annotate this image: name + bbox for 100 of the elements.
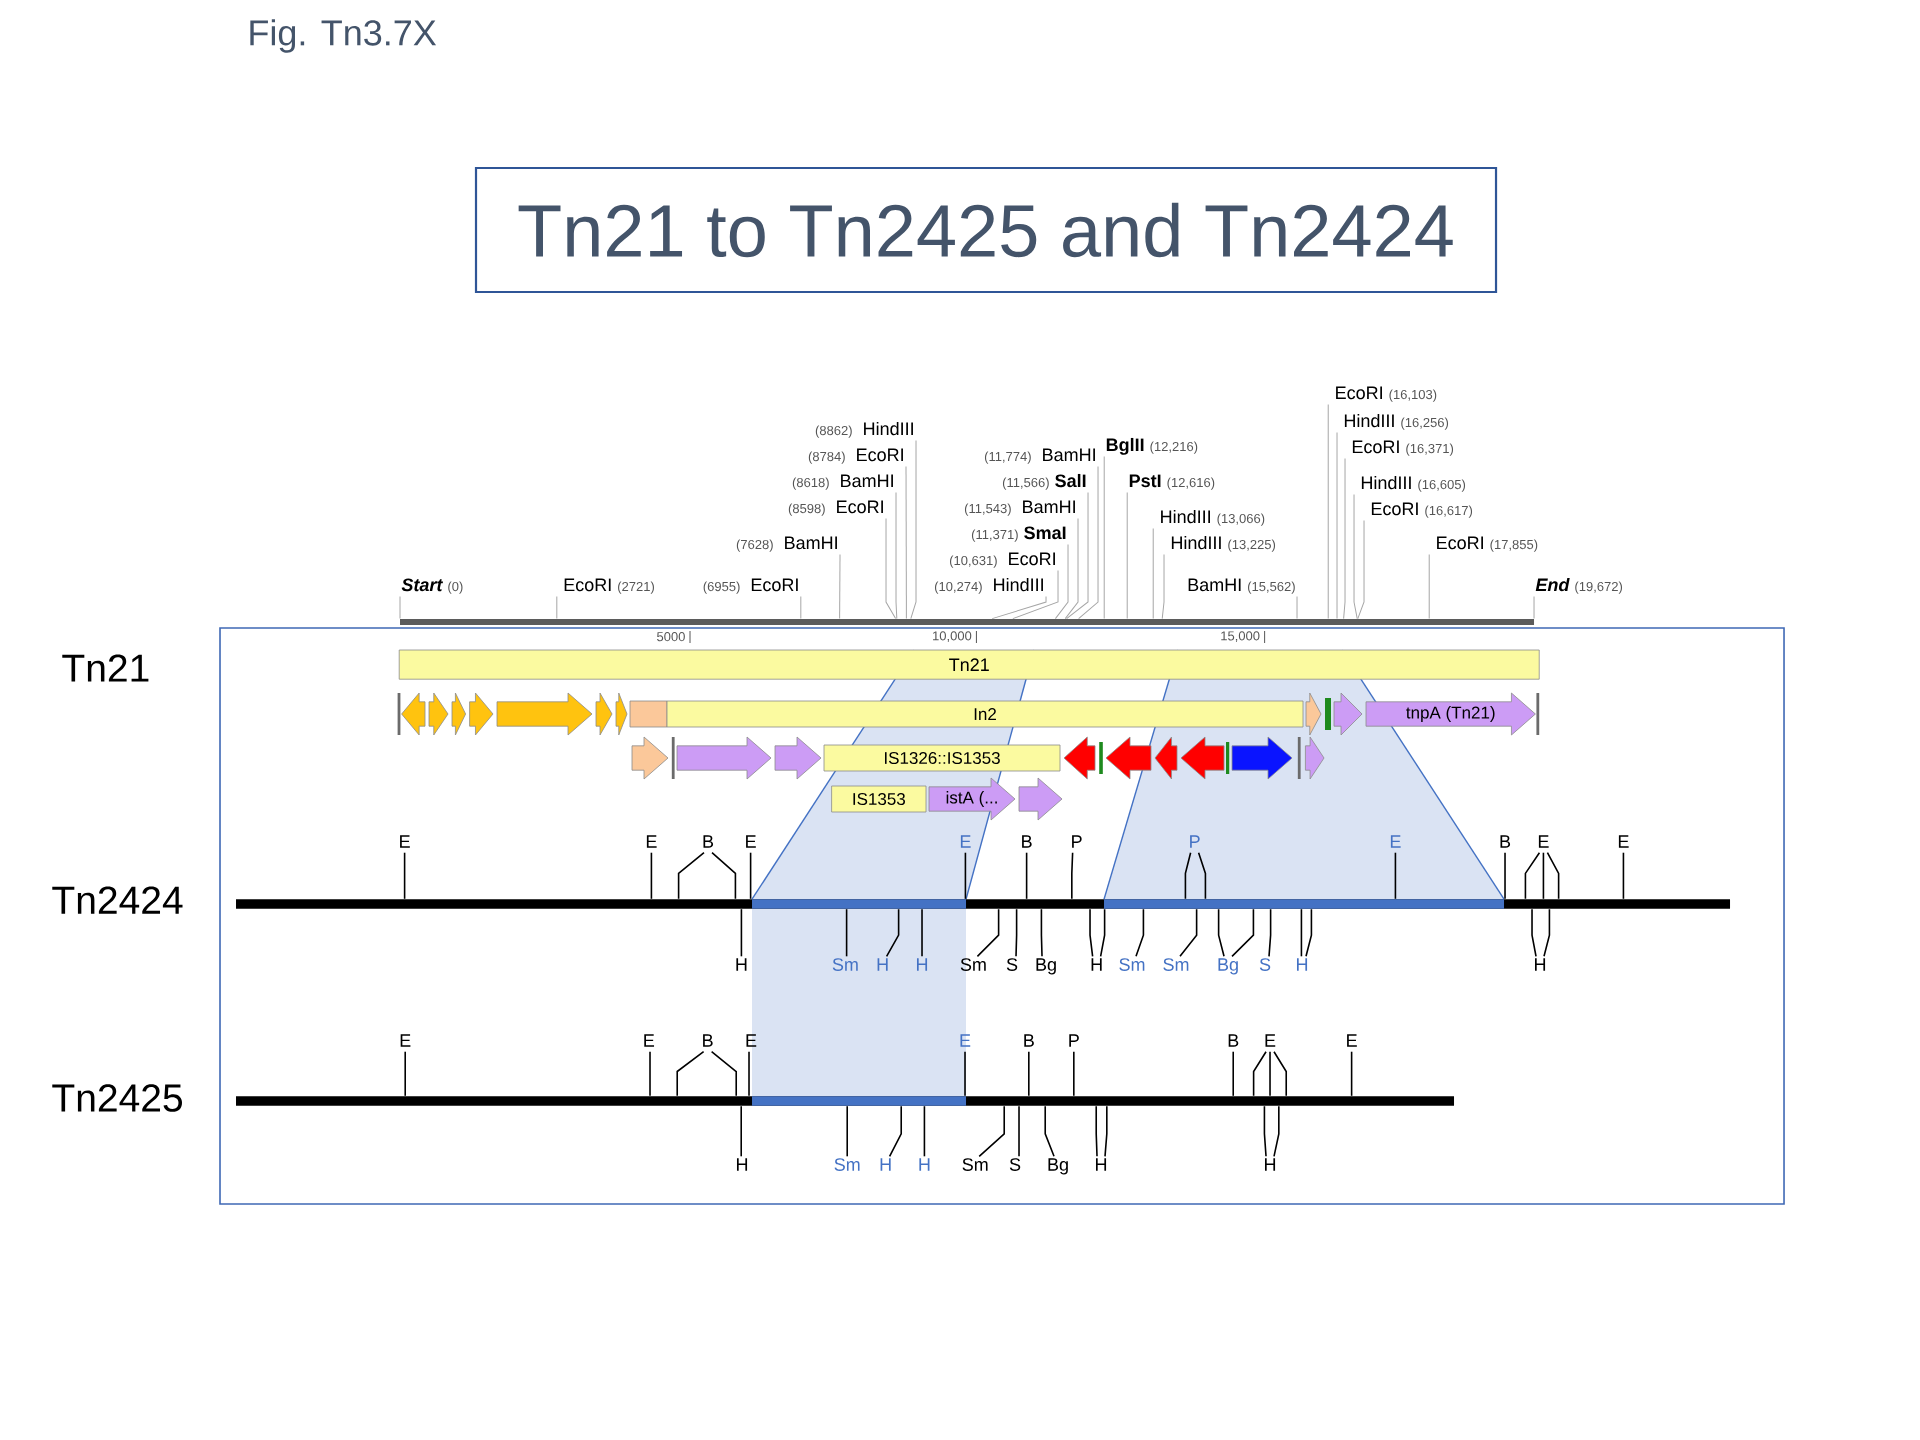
site-label: H bbox=[1297, 958, 1308, 971]
leader-line bbox=[1296, 595, 1298, 620]
leader-line bbox=[1044, 1105, 1055, 1158]
leader-line bbox=[1305, 908, 1313, 958]
gene-feature bbox=[1018, 777, 1063, 821]
gene-feature bbox=[1305, 692, 1322, 736]
leader-line bbox=[1622, 851, 1625, 900]
site-label: E bbox=[400, 835, 410, 848]
row-label: Tn2425 bbox=[52, 1084, 182, 1112]
site-label: B bbox=[703, 835, 714, 848]
site-label: E bbox=[746, 1034, 757, 1047]
title-box: Tn21 to Tn2425 and Tn2424 bbox=[474, 166, 1498, 294]
leader-line bbox=[1232, 1050, 1234, 1097]
leader-line bbox=[711, 851, 737, 900]
gene-feature: tnpA (Tn21) bbox=[1365, 692, 1536, 736]
gene-feature bbox=[1180, 736, 1225, 780]
site-label: H bbox=[736, 958, 747, 971]
site-label: E bbox=[746, 835, 756, 848]
leader-line bbox=[677, 851, 705, 900]
leader-line bbox=[885, 517, 897, 620]
site-label: H bbox=[877, 958, 888, 971]
leader-line bbox=[845, 908, 848, 958]
gene-feature bbox=[401, 692, 426, 736]
leader-line bbox=[1064, 517, 1079, 620]
gene-feature bbox=[428, 692, 449, 736]
gene-feature bbox=[469, 692, 494, 736]
leader-line bbox=[1543, 908, 1551, 958]
site-label: Sm bbox=[1119, 958, 1145, 971]
leader-line bbox=[888, 1105, 902, 1158]
leader-line bbox=[1336, 431, 1338, 620]
leader-line bbox=[1025, 851, 1028, 900]
leader-line bbox=[1394, 851, 1397, 900]
leader-line bbox=[404, 1050, 406, 1097]
gene-feature bbox=[676, 736, 772, 780]
leader-line bbox=[964, 1050, 966, 1097]
leader-line bbox=[923, 1105, 926, 1158]
leader-line bbox=[1217, 908, 1225, 958]
site-label: E bbox=[644, 1034, 655, 1047]
site-label: S bbox=[1006, 958, 1018, 971]
site-label: E bbox=[1618, 835, 1629, 848]
leader-line bbox=[556, 595, 558, 620]
map-frame bbox=[219, 627, 1785, 1205]
leader-line bbox=[1533, 595, 1535, 620]
site-label: H bbox=[1096, 1158, 1107, 1171]
site-label: B bbox=[703, 1034, 713, 1047]
leader-line bbox=[1066, 491, 1089, 620]
leader-line bbox=[895, 491, 898, 620]
site-label: Bg bbox=[1218, 958, 1238, 975]
leader-line bbox=[976, 908, 1000, 958]
leader-line bbox=[649, 1050, 651, 1097]
leader-line bbox=[1073, 1050, 1075, 1097]
site-label: H bbox=[1091, 958, 1102, 971]
gene-feature bbox=[496, 692, 593, 736]
leader-line bbox=[1273, 1105, 1280, 1158]
leader-line bbox=[1054, 543, 1069, 620]
leader-line bbox=[1327, 403, 1329, 620]
site-label: P bbox=[1190, 835, 1200, 848]
site-label: S bbox=[1009, 1158, 1021, 1171]
leader-line bbox=[1197, 851, 1207, 900]
leader-line bbox=[1126, 491, 1128, 620]
gene-feature bbox=[1154, 736, 1178, 780]
leader-line bbox=[1357, 519, 1365, 620]
leader-line bbox=[1350, 1050, 1353, 1097]
leader-line bbox=[1040, 908, 1043, 958]
sequence-ruler bbox=[400, 619, 1534, 625]
leader-line bbox=[1252, 1050, 1267, 1097]
gene-feature bbox=[1305, 736, 1325, 780]
site-label: E bbox=[960, 1034, 971, 1047]
gene-feature bbox=[631, 736, 669, 780]
site-label: E bbox=[1538, 835, 1549, 848]
leader-line bbox=[740, 908, 743, 958]
leader-line bbox=[1161, 553, 1165, 620]
leader-line bbox=[1300, 908, 1303, 958]
leader-line bbox=[1269, 1050, 1271, 1097]
leader-line bbox=[1428, 553, 1430, 620]
gene-feature bbox=[451, 692, 466, 736]
leader-line bbox=[1273, 1050, 1287, 1097]
site-label: E bbox=[400, 1034, 411, 1047]
leader-line bbox=[1524, 851, 1541, 900]
leader-line bbox=[1353, 493, 1358, 620]
row-label: Tn21 bbox=[62, 654, 149, 682]
leader-line bbox=[710, 1050, 737, 1097]
leader-line bbox=[1231, 908, 1255, 958]
site-label: P bbox=[1072, 835, 1082, 848]
feature-bar: Tn21 bbox=[398, 649, 1540, 680]
leader-line bbox=[885, 908, 900, 958]
leader-line bbox=[1078, 465, 1099, 620]
leader-line bbox=[1152, 527, 1154, 620]
feature-box: IS1326::IS1353 bbox=[823, 744, 1061, 772]
site-label: H bbox=[1535, 958, 1546, 971]
leader-line bbox=[1018, 1105, 1020, 1158]
leader-line bbox=[1095, 1105, 1098, 1158]
site-label: H bbox=[919, 1158, 930, 1171]
leader-line bbox=[1504, 851, 1506, 900]
leader-line bbox=[839, 553, 841, 620]
figure-number: Fig. Tn3.7X bbox=[250, 19, 437, 53]
leader-line bbox=[1099, 908, 1106, 958]
leader-line bbox=[978, 1105, 1005, 1158]
site-label: S bbox=[1259, 958, 1271, 971]
leader-line bbox=[1028, 1050, 1030, 1097]
